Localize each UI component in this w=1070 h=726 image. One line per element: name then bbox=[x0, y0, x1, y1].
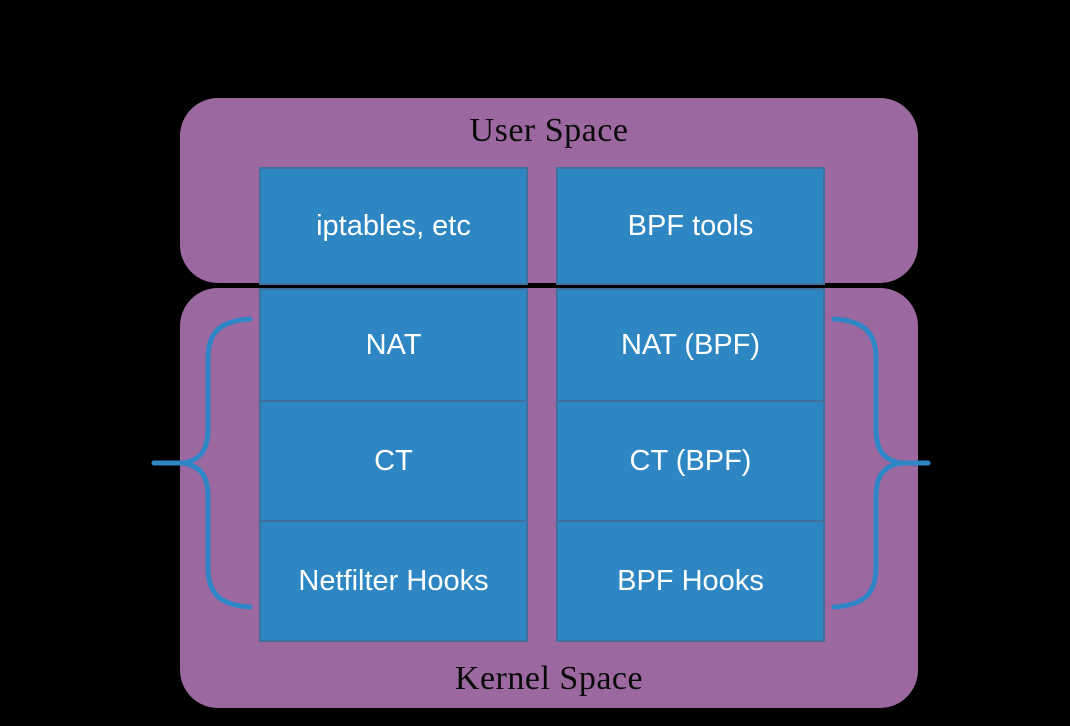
cell-ct-label: CT bbox=[374, 444, 413, 477]
cell-bpf-tools: BPF tools bbox=[556, 167, 825, 285]
cell-nat-bpf-label: NAT (BPF) bbox=[620, 328, 761, 361]
cell-iptables-etc-label: iptables, etc bbox=[316, 209, 471, 242]
cell-ct-bpf: CT (BPF) bbox=[556, 400, 825, 522]
cell-ct: CT bbox=[259, 400, 528, 522]
user-space-label: User Space bbox=[469, 112, 629, 149]
cell-bpf-tools-label: BPF tools bbox=[627, 209, 754, 242]
cell-netfilter-hooks: Netfilter Hooks bbox=[259, 520, 528, 642]
cell-bpf-hooks: BPF Hooks bbox=[556, 520, 825, 642]
cell-iptables-etc: iptables, etc bbox=[259, 167, 528, 285]
kernel-space-label: Kernel Space bbox=[454, 660, 644, 697]
cell-nat: NAT bbox=[259, 288, 528, 402]
cell-nat-label: NAT bbox=[365, 328, 422, 361]
cell-ct-bpf-label: CT (BPF) bbox=[629, 444, 752, 477]
cell-bpf-hooks-label: BPF Hooks bbox=[617, 564, 764, 597]
cell-netfilter-hooks-label: Netfilter Hooks bbox=[298, 564, 489, 597]
cell-nat-bpf: NAT (BPF) bbox=[556, 288, 825, 402]
